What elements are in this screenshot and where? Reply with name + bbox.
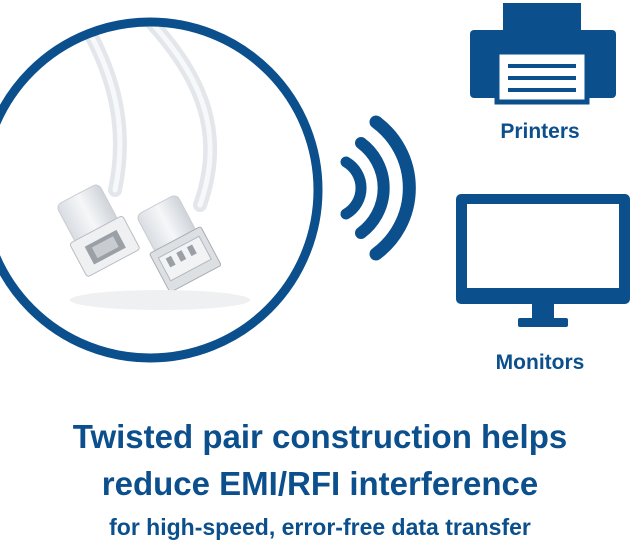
image-frame xyxy=(0,17,323,363)
wireless-signal-icon xyxy=(340,115,416,261)
printer-icon xyxy=(470,3,616,105)
headline-line-2: reduce EMI/RFI interference xyxy=(101,465,539,502)
printers-label: Printers xyxy=(500,120,580,143)
headline-line-3: for high-speed, error-free data transfer xyxy=(109,514,531,540)
headline-line-1: Twisted pair construction helps xyxy=(72,418,568,455)
monitors-label: Monitors xyxy=(495,351,585,374)
monitor-icon xyxy=(456,194,630,327)
